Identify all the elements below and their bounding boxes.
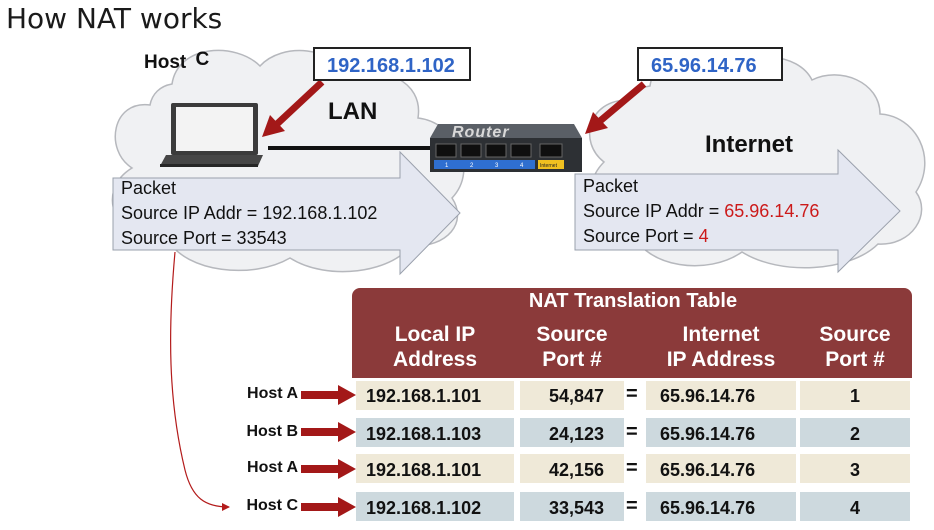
header-line: Source xyxy=(819,323,891,346)
header-line: Local IP xyxy=(394,323,476,346)
connector-line xyxy=(170,251,230,511)
left-packet-line: Source IP Addr = 192.168.1.102 xyxy=(121,203,378,223)
row-host-label: Host C xyxy=(246,497,298,514)
internet-ip-callout: 65.96.14.76 xyxy=(637,47,783,81)
packet-arrow-right xyxy=(574,148,901,274)
left-packet: Packet Source IP Addr = 192.168.1.102 So… xyxy=(121,176,377,251)
row-arrow-icon xyxy=(301,385,356,405)
callout-arrow-internet xyxy=(585,81,647,134)
router-port-label: 4 xyxy=(520,163,524,169)
cell-internet-ip: 65.96.14.76 xyxy=(660,424,756,444)
router-label: Router xyxy=(452,124,510,141)
header-source-port: Source Port # xyxy=(520,322,624,372)
row-host-label: Host A xyxy=(247,385,298,402)
router-icon: 1 2 3 4 Internet xyxy=(430,124,582,172)
header-line: Port # xyxy=(825,348,885,371)
internet-label: Internet xyxy=(705,131,794,158)
lan-label: LAN xyxy=(328,98,378,125)
router-port-label: Internet xyxy=(540,163,558,169)
cell-local-ip: 192.168.1.103 xyxy=(366,424,482,444)
cell-local-ip: 192.168.1.101 xyxy=(366,460,482,480)
cell-internet-port: 2 xyxy=(849,424,860,444)
nat-table-row xyxy=(356,418,910,447)
cell-source-port: 24,123 xyxy=(548,424,604,444)
right-packet-value: 4 xyxy=(698,226,709,246)
router-port-label: 3 xyxy=(495,163,499,169)
cell-local-ip: 192.168.1.101 xyxy=(366,386,482,406)
left-packet-line: Source Port = 33543 xyxy=(121,228,287,248)
right-packet-label: Source IP Addr = xyxy=(583,201,725,221)
callout-arrow-lan xyxy=(262,79,325,137)
equals-sign: = xyxy=(626,421,638,443)
header-line: Internet xyxy=(682,323,760,346)
cell-internet-ip: 65.96.14.76 xyxy=(660,460,756,480)
nat-table-row xyxy=(356,454,910,483)
right-packet-label: Source Port = xyxy=(583,226,699,246)
nat-table-header xyxy=(352,288,912,378)
host-label: Host C xyxy=(144,49,210,74)
right-packet-line: Source Port = 4 xyxy=(583,224,819,249)
equals-sign: = xyxy=(626,495,638,517)
row-arrow-icon xyxy=(301,497,356,517)
header-line: Source xyxy=(536,323,608,346)
equals-sign: = xyxy=(626,383,638,405)
header-internet-ip: Internet IP Address xyxy=(640,322,802,372)
right-packet-value: 65.96.14.76 xyxy=(724,201,820,221)
lan-ip-callout: 192.168.1.102 xyxy=(313,47,471,81)
row-host-label: Host B xyxy=(246,423,298,440)
row-arrow-icon xyxy=(301,422,356,442)
cell-internet-port: 1 xyxy=(849,386,860,406)
nat-table-row xyxy=(356,381,910,410)
cell-local-ip: 192.168.1.102 xyxy=(366,498,482,518)
router-port-label: 1 xyxy=(445,163,449,169)
header-internet-port: Source Port # xyxy=(800,322,910,372)
nat-table-row xyxy=(356,492,910,521)
cell-source-port: 42,156 xyxy=(548,460,604,480)
left-packet-line: Packet xyxy=(121,178,177,198)
host-letter: C xyxy=(195,49,210,70)
header-line: IP Address xyxy=(666,348,776,371)
header-line: Address xyxy=(392,348,478,371)
row-arrow-icon xyxy=(301,459,356,479)
cell-internet-port: 4 xyxy=(849,498,860,518)
packet-arrow-left xyxy=(112,150,461,276)
right-packet-line: Packet xyxy=(583,176,639,196)
cell-internet-port: 3 xyxy=(849,460,860,480)
cell-source-port: 54,847 xyxy=(548,386,604,406)
page-title: How NAT works xyxy=(6,2,223,35)
host-label-text: Host xyxy=(144,52,187,73)
right-packet-line: Source IP Addr = 65.96.14.76 xyxy=(583,199,819,224)
cell-internet-ip: 65.96.14.76 xyxy=(660,386,756,406)
router-port-label: 2 xyxy=(470,163,474,169)
header-local-ip: Local IP Address xyxy=(356,322,514,372)
row-host-label: Host A xyxy=(247,459,298,476)
laptop-icon xyxy=(160,103,263,167)
right-packet: Packet Source IP Addr = 65.96.14.76 Sour… xyxy=(583,174,819,249)
header-line: Port # xyxy=(542,348,602,371)
cell-internet-ip: 65.96.14.76 xyxy=(660,498,756,518)
nat-table-title: NAT Translation Table xyxy=(528,290,738,312)
cell-source-port: 33,543 xyxy=(548,498,604,518)
equals-sign: = xyxy=(626,457,638,479)
